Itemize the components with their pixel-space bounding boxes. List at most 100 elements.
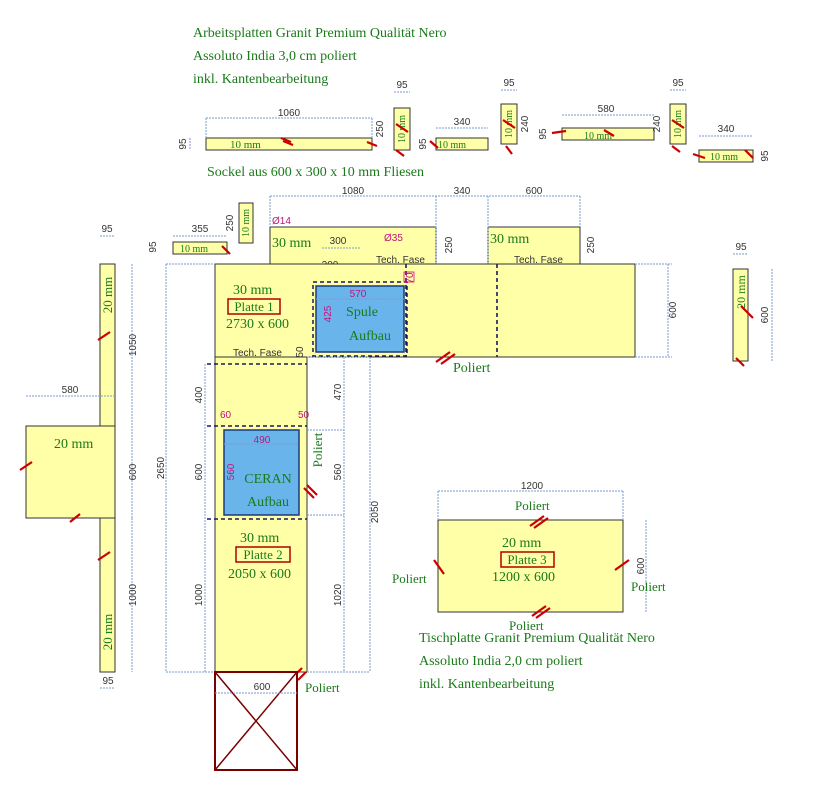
strip-label: 20 mm bbox=[54, 437, 93, 452]
platte3-name: Platte 3 bbox=[507, 552, 546, 567]
dim-600: 600 bbox=[128, 463, 139, 480]
note-line: Tischplatte Granit Premium Qualität Nero bbox=[419, 631, 655, 646]
dim-340: 340 bbox=[454, 117, 471, 128]
strip-label: 10 mm bbox=[584, 131, 612, 142]
dim-600: 600 bbox=[254, 682, 271, 693]
side-panel-580 bbox=[25, 425, 116, 519]
dim-1200: 1200 bbox=[521, 481, 544, 492]
sink-height: 425 bbox=[323, 305, 334, 322]
dim-1000: 1000 bbox=[128, 583, 139, 606]
dim-600: 600 bbox=[760, 306, 771, 323]
poliert-label: Poliert bbox=[392, 571, 427, 586]
poliert-label: Poliert bbox=[453, 361, 490, 376]
strip-250-b bbox=[238, 202, 254, 244]
dim-250: 250 bbox=[375, 120, 386, 137]
dim-250: 250 bbox=[225, 214, 236, 231]
sink-label: Spule bbox=[346, 305, 378, 320]
thickness-label: 20 mm bbox=[502, 536, 541, 551]
platte2-name: Platte 2 bbox=[243, 547, 282, 562]
top-strips: 1060 95 10 mm 250 95 10 mm 340 95 10 mm … bbox=[178, 78, 771, 163]
tech-fase-label: Tech. Fase bbox=[233, 348, 282, 359]
ceran-label: Aufbau bbox=[247, 495, 289, 510]
dim-95: 95 bbox=[538, 128, 549, 140]
poliert-label: Poliert bbox=[515, 498, 550, 513]
dim-95: 95 bbox=[760, 150, 771, 162]
strip-label: 10 mm bbox=[180, 244, 208, 255]
platte1-size: 2730 x 600 bbox=[226, 317, 289, 332]
ceran-height: 560 bbox=[226, 463, 237, 480]
note-line: Arbeitsplatten Granit Premium Qualität N… bbox=[193, 26, 447, 41]
sink-cutout bbox=[315, 285, 405, 353]
dim-95: 95 bbox=[396, 80, 408, 91]
strip-label: 10 mm bbox=[438, 140, 466, 151]
dim-95: 95 bbox=[178, 138, 189, 150]
thickness-label: 30 mm bbox=[272, 236, 311, 251]
tech-fase-label: Tech. Fase bbox=[376, 255, 425, 266]
dim-600: 600 bbox=[194, 463, 205, 480]
dim-600: 600 bbox=[526, 186, 543, 197]
dim-240: 240 bbox=[520, 115, 531, 132]
note-line: inkl. Kantenbearbeitung bbox=[419, 677, 555, 692]
poliert-label: Poliert bbox=[631, 579, 666, 594]
note-line: inkl. Kantenbearbeitung bbox=[193, 72, 329, 87]
dim-95: 95 bbox=[672, 78, 684, 89]
strip-label: 20 mm bbox=[100, 614, 115, 650]
dim-1000: 1000 bbox=[194, 583, 205, 606]
strip-label: 10 mm bbox=[241, 209, 252, 237]
dim-95: 95 bbox=[101, 224, 113, 235]
dim-340: 340 bbox=[718, 124, 735, 135]
sink-label: Aufbau bbox=[349, 329, 391, 344]
dim-340: 340 bbox=[454, 186, 471, 197]
strip-label: 10 mm bbox=[230, 139, 261, 151]
dim-400: 400 bbox=[194, 386, 205, 403]
poliert-label: Poliert bbox=[310, 432, 325, 467]
platte1-backsplash: 30 mm 30 mm 1080 340 600 250 250 Ø14 Ø35… bbox=[269, 186, 597, 275]
strip-label: 20 mm bbox=[734, 275, 748, 309]
strip-355 bbox=[172, 241, 228, 255]
thickness-label: 30 mm bbox=[490, 232, 529, 247]
platte1: 570 425 Spule Aufbau 70 30 mm Platte 1 2… bbox=[214, 263, 679, 376]
ceran-offset-right: 50 bbox=[298, 410, 310, 421]
platte3: 1200 600 20 mm Platte 3 1200 x 600 Polie… bbox=[392, 481, 666, 633]
platte2-tag bbox=[235, 546, 291, 563]
ceran-offset-left: 60 bbox=[220, 410, 232, 421]
platte1-name: Platte 1 bbox=[234, 299, 273, 314]
note-table: Tischplatte Granit Premium Qualität Nero… bbox=[419, 627, 655, 696]
ceran-label: CERAN bbox=[244, 472, 291, 487]
note-line: Assoluto India 3,0 cm poliert bbox=[193, 49, 357, 64]
sockel-strips: 355 95 10 mm 250 10 mm bbox=[148, 202, 254, 255]
ceran-width: 490 bbox=[254, 435, 271, 446]
platte2: 490 560 60 50 CERAN Aufbau 30 mm Platte … bbox=[156, 263, 381, 771]
dim-2050: 2050 bbox=[370, 500, 381, 523]
tech-fase-label: Tech. Fase bbox=[514, 255, 563, 266]
note-sockel: Sockel aus 600 x 300 x 10 mm Fliesen bbox=[207, 165, 424, 180]
dim-95: 95 bbox=[418, 138, 429, 150]
dim-95: 95 bbox=[735, 242, 747, 253]
poliert-label: Poliert bbox=[509, 618, 544, 633]
dim-300: 300 bbox=[330, 236, 347, 247]
dim-1060: 1060 bbox=[278, 108, 301, 119]
dim-1080: 1080 bbox=[342, 186, 365, 197]
dim-600: 600 bbox=[668, 301, 679, 318]
note-line: Assoluto India 2,0 cm poliert bbox=[419, 654, 583, 669]
side-panels: 20 mm 95 1050 20 mm 580 600 20 mm 1000 9… bbox=[19, 224, 773, 689]
platte3-tag bbox=[500, 551, 555, 568]
dim-250: 250 bbox=[586, 236, 597, 253]
dim-580: 580 bbox=[598, 104, 615, 115]
dim-250: 250 bbox=[444, 236, 455, 253]
dim-1050: 1050 bbox=[128, 333, 139, 356]
dim-1020: 1020 bbox=[333, 583, 344, 606]
dim-2650: 2650 bbox=[156, 456, 167, 479]
platte1-panel bbox=[214, 263, 636, 358]
dim-580: 580 bbox=[62, 385, 79, 396]
thickness-label: 30 mm bbox=[233, 283, 272, 298]
dim-50: 50 bbox=[295, 346, 306, 358]
dim-d14: Ø14 bbox=[272, 216, 291, 227]
dim-95: 95 bbox=[102, 676, 114, 687]
platte3-panel bbox=[437, 519, 624, 613]
strip-label: 10 mm bbox=[710, 152, 738, 163]
poliert-label: Poliert bbox=[305, 680, 340, 695]
dim-600: 600 bbox=[636, 557, 647, 574]
dim-240: 240 bbox=[652, 115, 663, 132]
